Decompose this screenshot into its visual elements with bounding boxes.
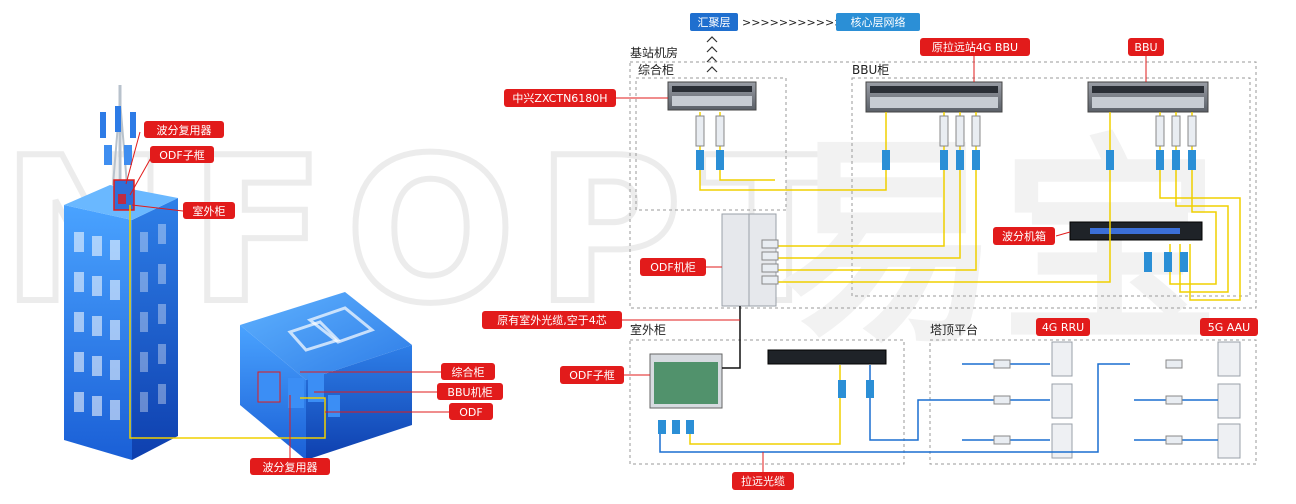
outdoor-section: 室外柜: [629, 322, 905, 465]
outdoor-cabinet-label: 室外柜: [193, 204, 226, 218]
antenna-tower-icon: [100, 85, 136, 186]
bbu-cabinet-border: [851, 77, 1251, 297]
tower-border: [929, 339, 1257, 465]
integrated-cabinet-label: 综合柜: [452, 365, 485, 379]
low-building: [240, 292, 412, 460]
outdoor-odf-subframe-tag: [560, 366, 624, 384]
odf-cabinet-label: ODF机柜: [650, 260, 695, 274]
integrated-cabinet-tag: [441, 363, 495, 380]
base-station-room: 基站机房 综合柜 BBU柜: [629, 45, 1257, 309]
outdoor-odf-subframe: [649, 353, 723, 409]
blue-fibers: [659, 363, 1218, 453]
odf-cabinet-tag: [640, 258, 706, 276]
integrated-cabinet-title: 综合柜: [638, 62, 674, 77]
odf-tag: [449, 403, 493, 420]
outdoor-cabinet-tag: [183, 202, 235, 219]
odf-label: ODF: [459, 406, 482, 419]
rru-label: 4G RRU: [1042, 321, 1084, 334]
wdm-bottom-label: 波分复用器: [263, 460, 318, 474]
left-scene: [64, 85, 412, 460]
remote-cable-tag: [732, 472, 794, 490]
existing-cable-line: [722, 306, 741, 369]
outdoor-wdm: [767, 349, 887, 365]
tall-building: [64, 179, 178, 460]
bbu-tag: [1128, 38, 1164, 56]
original-bbu-label: 原拉远站4G BBU: [932, 40, 1018, 54]
bbu-label: BBU: [1134, 41, 1157, 54]
existing-cable-label: 原有室外光缆,空于4芯: [497, 313, 607, 327]
core-tag: [836, 13, 920, 31]
aau-label: 5G AAU: [1208, 321, 1250, 334]
wdm-top-label: 波分复用器: [157, 123, 212, 137]
fiber-connectors-white: [695, 115, 1197, 445]
wdm-box: [1069, 221, 1203, 241]
aau-units: [1217, 341, 1241, 459]
left-callouts: 波分复用器 ODF子框 室外柜 综合柜 BBU机柜 ODF 波分复用器: [125, 121, 503, 475]
bbu-cabinet-label: BBU机柜: [447, 385, 492, 399]
bbu-cabinet-tag: [437, 383, 503, 400]
right-callouts: 中兴ZXCTN6180H 原拉远站4G BBU BBU 波分机箱 ODF机柜 原…: [482, 38, 1258, 490]
outdoor-border: [629, 339, 905, 465]
rru-tag: [1036, 318, 1090, 336]
wdm-box-tag: [993, 227, 1055, 245]
top-flow: 汇聚层 >>>>>>>>>>>> 核心层网络: [690, 13, 920, 73]
zte-label: 中兴ZXCTN6180H: [512, 92, 607, 105]
aggregation-tag: [690, 13, 738, 31]
outdoor-odf-subframe-label: ODF子框: [569, 369, 614, 382]
aau-tag: [1200, 318, 1258, 336]
integrated-cabinet-border: [635, 77, 787, 211]
bbu-cabinet-title: BBU柜: [852, 63, 889, 77]
room-border: [629, 61, 1257, 309]
wdm-box-label: 波分机箱: [1002, 229, 1046, 243]
outdoor-title: 室外柜: [630, 322, 666, 337]
left-fiber: [129, 205, 326, 439]
existing-cable-tag: [482, 311, 622, 329]
odf-subframe-label: ODF子框: [159, 149, 204, 162]
tower-title: 塔顶平台: [930, 322, 978, 337]
up-chevrons-icon: [706, 36, 718, 73]
original-bbu-tag: [920, 38, 1030, 56]
wdm-bottom-tag: [250, 458, 330, 475]
flow-arrows: >>>>>>>>>>>>: [742, 16, 853, 29]
original-bbu-unit: [865, 81, 1003, 113]
tower-section: 塔顶平台: [929, 322, 1257, 465]
core-label: 核心层网络: [851, 15, 906, 29]
remote-cable-label: 拉远光缆: [741, 474, 785, 488]
room-title: 基站机房: [630, 45, 678, 60]
odf-subframe-tag: [150, 146, 214, 163]
rru-units: [1051, 341, 1073, 459]
wdm-top-tag: [144, 121, 224, 138]
fiber-connectors: [658, 150, 1196, 434]
bbu-unit: [1087, 81, 1209, 113]
aggregation-label: 汇聚层: [698, 16, 731, 29]
zte-router: [667, 81, 757, 111]
zte-tag: [504, 89, 616, 107]
